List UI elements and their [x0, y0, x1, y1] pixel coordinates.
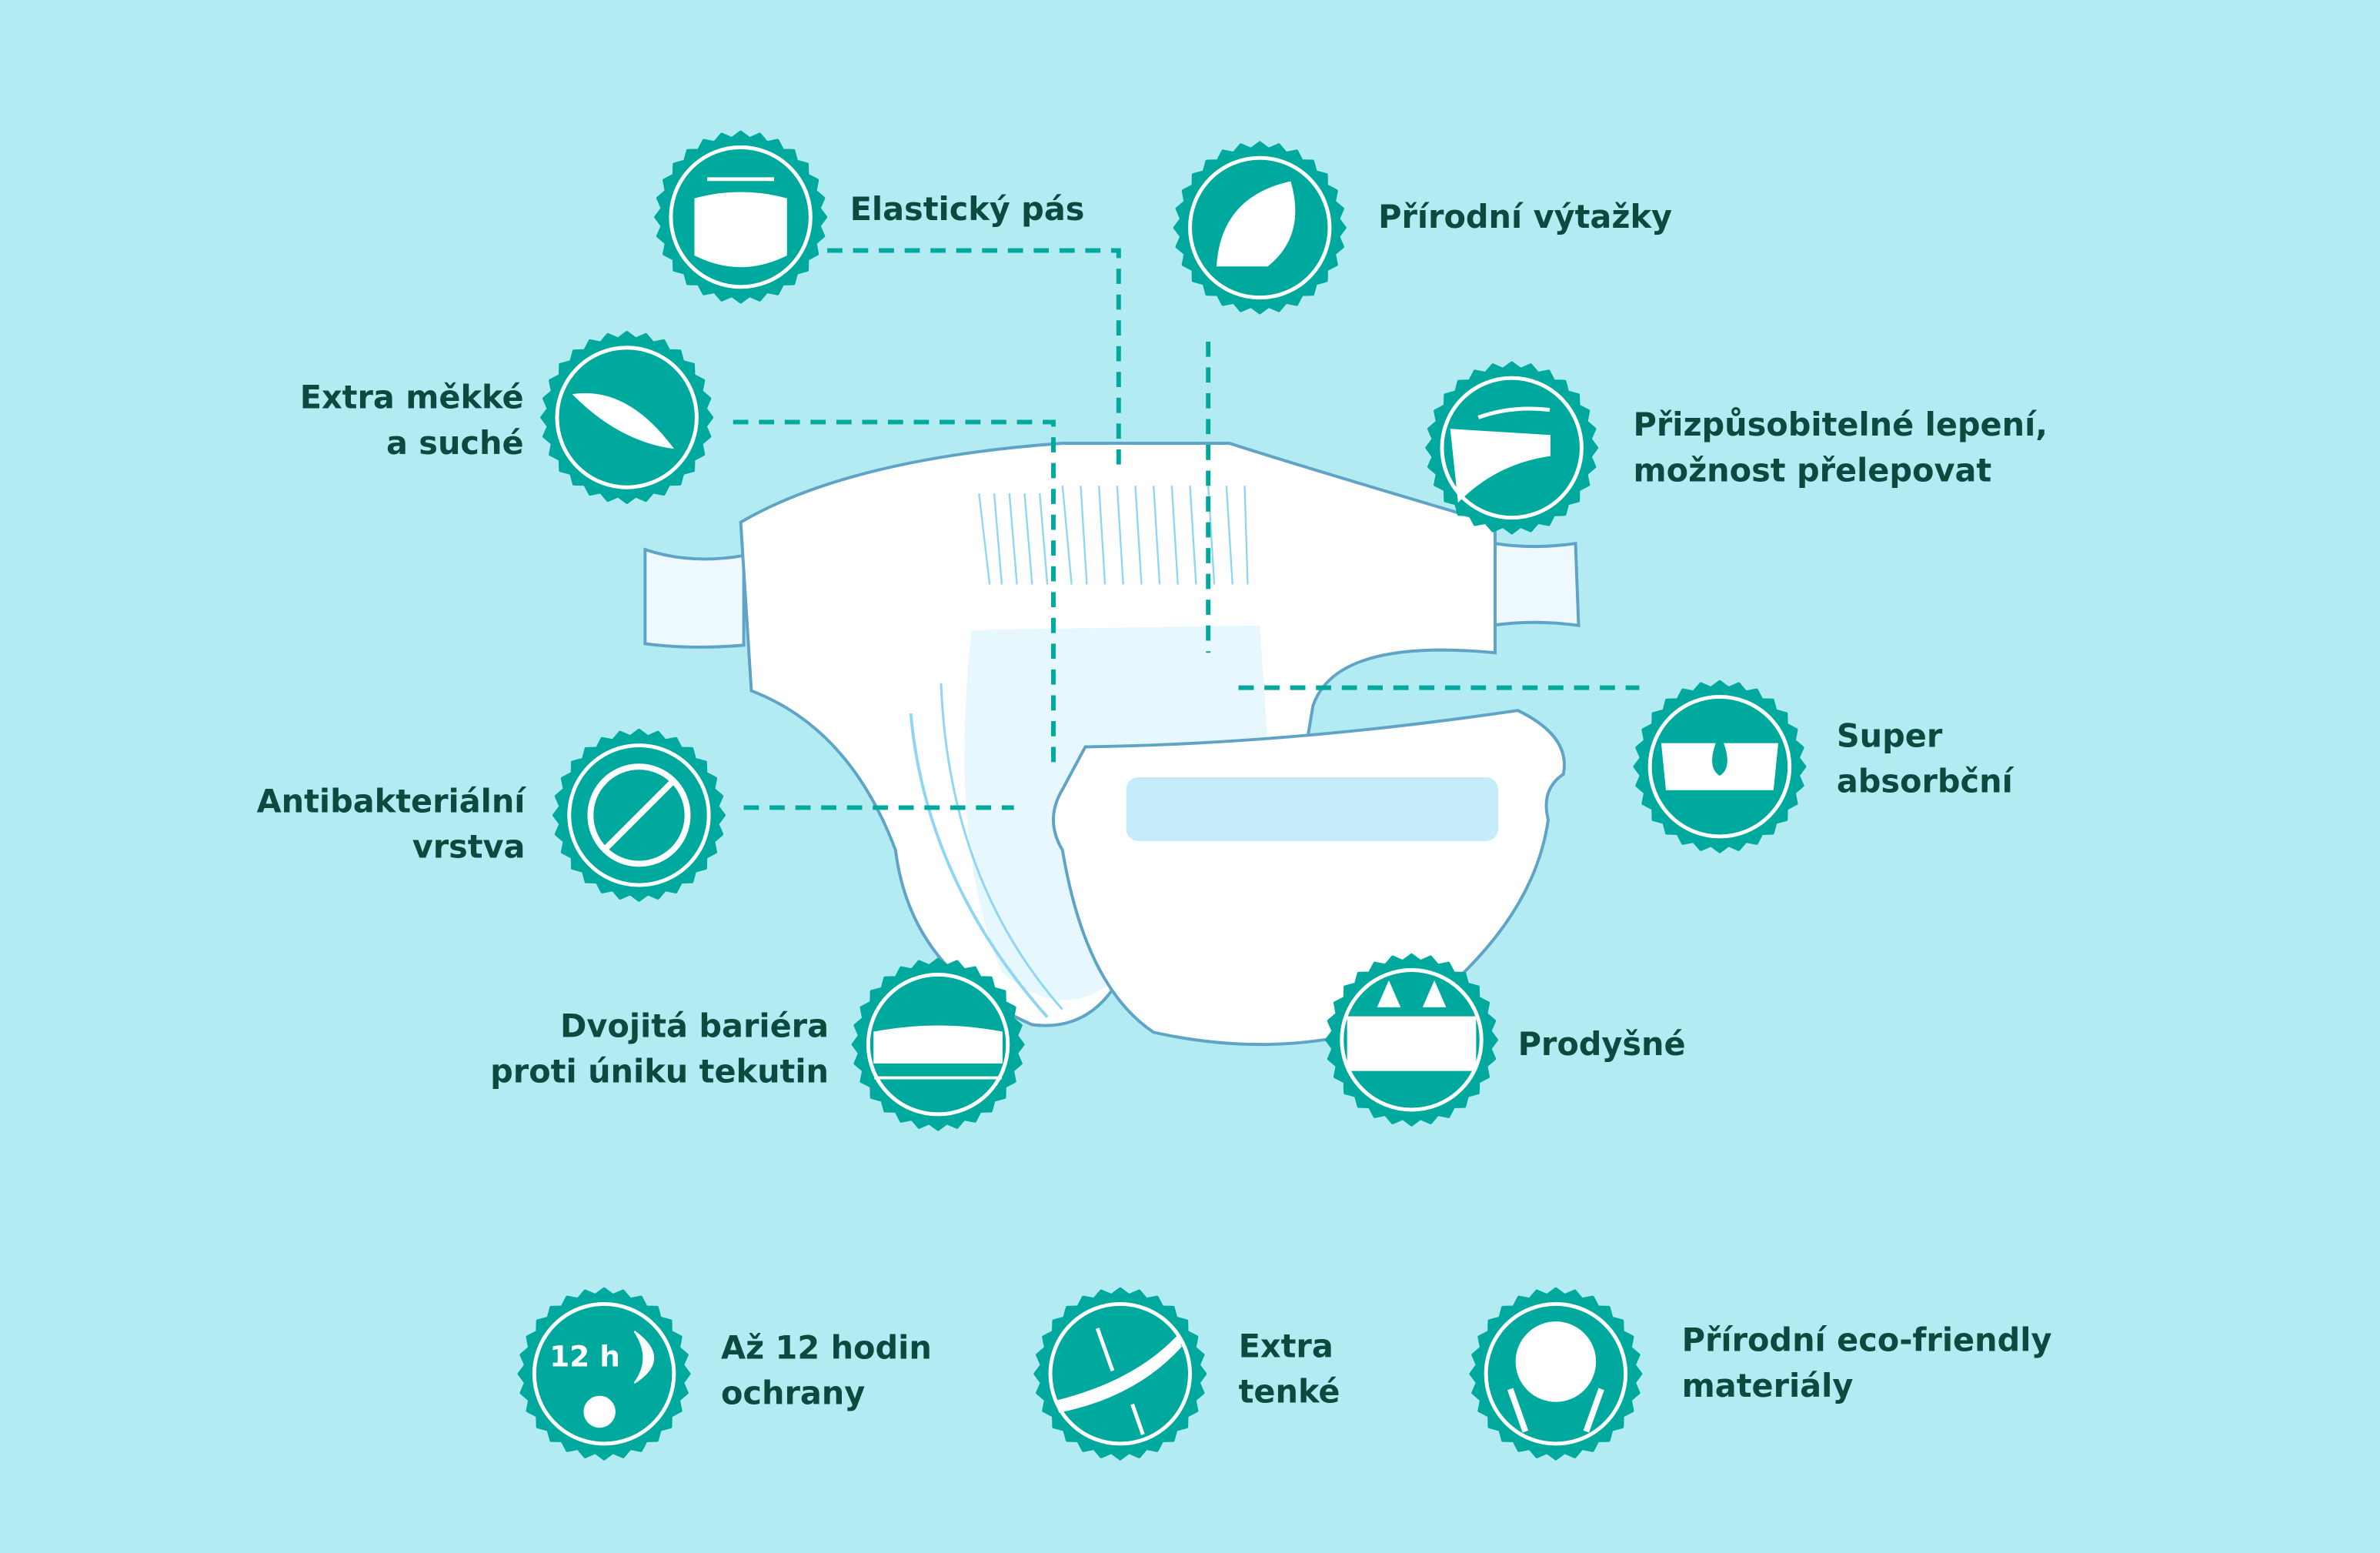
feature-label-12h-protection-line2: ochrany	[721, 1375, 865, 1412]
leaf-icon	[1216, 181, 1296, 267]
diaper-illustration	[643, 442, 1581, 1047]
badge-eco-friendly	[1469, 1287, 1643, 1461]
badge-super-absorbent	[1633, 680, 1807, 853]
feature-label-double-barrier-line1: Dvojitá bariéra	[560, 1007, 829, 1044]
feature-label-elastic-waist: Elastický pás	[850, 191, 1085, 228]
feature-label-extra-soft-line2: a suché	[386, 425, 524, 462]
feature-label-antibacterial-line2: vrstva	[412, 829, 526, 866]
feature-label-extra-thin-line1: Extra	[1239, 1328, 1334, 1365]
feature-label-natural-extracts: Přírodní výtažky	[1378, 199, 1672, 235]
feature-label-double-barrier-line2: proti úniku tekutin	[490, 1053, 829, 1090]
globe-hands-icon	[1507, 1321, 1604, 1433]
leader-lines	[733, 248, 1640, 810]
badge-adjustable-tape	[1425, 361, 1599, 535]
elastic-waist-pleats	[978, 486, 1249, 585]
feature-label-super-absorbent-line1: Super	[1837, 718, 1943, 755]
badge-antibacterial	[552, 728, 726, 902]
badge-extra-soft	[540, 331, 714, 504]
day-night-icon: 12 h	[549, 1331, 654, 1428]
elastic-waist-icon	[694, 177, 787, 268]
leak-barrier-icon	[873, 1025, 1003, 1080]
badge-extra-thin	[1033, 1287, 1207, 1461]
feature-label-eco-friendly-line1: Přírodní eco-friendly	[1682, 1322, 2052, 1359]
feature-label-adjustable-tape-line1: Přizpůsobitelné lepení,	[1633, 406, 2048, 443]
badge-elastic-waist	[654, 130, 828, 304]
badge-natural-extracts	[1173, 141, 1347, 315]
tape-icon	[1450, 406, 1551, 503]
feature-label-antibacterial-line1: Antibakteriální	[257, 783, 528, 820]
badge-breathable	[1325, 953, 1498, 1127]
feature-label-extra-soft-line1: Extra měkké	[300, 379, 524, 416]
absorbent-drop-icon	[1661, 733, 1778, 790]
feature-label-12h-protection-line1: Až 12 hodin	[721, 1329, 932, 1366]
badge-12h-protection: 12 h	[517, 1287, 691, 1461]
breathable-arrows-icon	[1347, 980, 1477, 1071]
badge-text: 12 h	[549, 1339, 620, 1373]
badge-double-barrier	[851, 957, 1025, 1131]
feature-label-adjustable-tape-line2: možnost přelepovat	[1633, 452, 1991, 489]
feature-label-extra-thin-line2: tenké	[1239, 1374, 1340, 1411]
thin-layer-icon	[1055, 1328, 1182, 1435]
feature-label-super-absorbent-line2: absorbční	[1837, 763, 2015, 800]
feature-label-breathable: Prodyšné	[1518, 1026, 1686, 1063]
feature-label-eco-friendly-line2: materiály	[1682, 1368, 1854, 1404]
feather-icon	[572, 392, 675, 449]
no-bacteria-icon	[587, 763, 691, 867]
